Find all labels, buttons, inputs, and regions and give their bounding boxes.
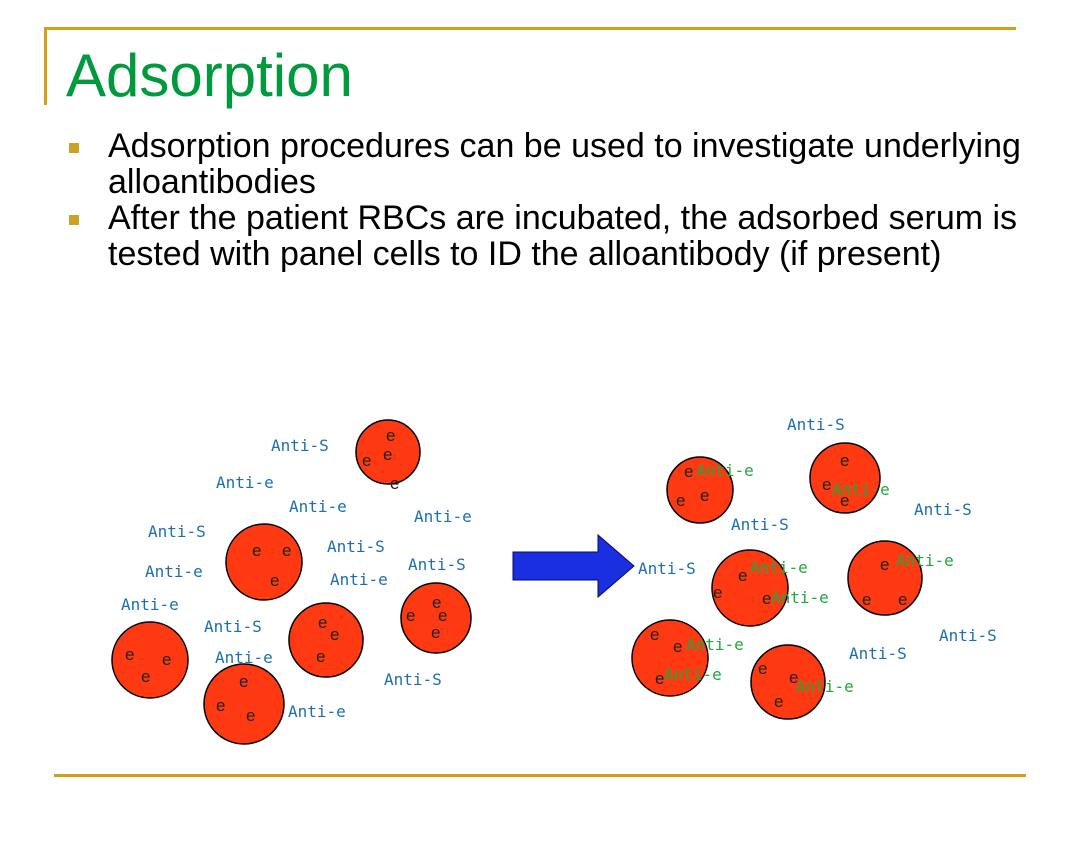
- bound-anti-e-label: Anti-e: [664, 665, 722, 684]
- anti-s-label: Anti-S: [849, 644, 907, 663]
- e-antigen: e: [774, 692, 783, 711]
- e-antigen: e: [141, 667, 150, 686]
- anti-s-label: Anti-S: [271, 436, 329, 455]
- e-antigen: e: [386, 426, 395, 445]
- e-antigen: e: [655, 669, 664, 688]
- anti-e-label: Anti-e: [288, 702, 346, 721]
- e-antigen: e: [330, 625, 339, 644]
- rbc-cell: e e e: [225, 523, 303, 601]
- bullet-marker-icon: [69, 215, 79, 225]
- e-antigen: e: [700, 486, 709, 505]
- anti-e-label: Anti-e: [330, 570, 388, 589]
- bullet-text: After the patient RBCs are incubated, th…: [108, 199, 1018, 273]
- e-antigen: e: [650, 625, 659, 644]
- anti-s-label: Anti-S: [939, 626, 997, 645]
- anti-s-label: Anti-S: [914, 500, 972, 519]
- bound-anti-e-label: Anti-e: [750, 558, 808, 577]
- e-antigen: e: [318, 613, 327, 632]
- rbc-cell: e e e: [666, 456, 734, 524]
- e-antigen: e: [383, 445, 392, 464]
- e-antigen: e: [362, 451, 371, 470]
- e-antigen: e: [252, 541, 261, 560]
- left-rule: [44, 27, 47, 105]
- anti-e-label: Anti-e: [414, 507, 472, 526]
- right-arrow-icon: [512, 533, 635, 599]
- anti-s-label: Anti-S: [408, 555, 466, 574]
- e-antigen: e: [840, 451, 849, 470]
- e-antigen: e: [316, 647, 325, 666]
- rbc-cell: e e e: [711, 549, 789, 627]
- anti-e-label: Anti-e: [215, 648, 273, 667]
- bound-anti-e-label: Anti-e: [696, 461, 754, 480]
- bound-anti-e-label: Anti-e: [896, 551, 954, 570]
- e-antigen: e: [758, 659, 767, 678]
- anti-e-label: Anti-e: [289, 497, 347, 516]
- e-antigen: e: [239, 672, 248, 691]
- anti-e-label: Anti-e: [121, 595, 179, 614]
- e-antigen: e: [898, 590, 907, 609]
- anti-s-label: Anti-S: [148, 522, 206, 541]
- e-antigen: e: [673, 637, 682, 656]
- e-antigen: e: [406, 606, 415, 625]
- e-antigen: e: [282, 541, 291, 560]
- rbc-cell: e e e e: [355, 419, 421, 493]
- anti-e-label: Anti-e: [216, 473, 274, 492]
- bound-anti-e-label: Anti-e: [771, 588, 829, 607]
- e-antigen: e: [216, 696, 225, 715]
- anti-s-label: Anti-S: [638, 559, 696, 578]
- rbc-cell: e e e e: [400, 582, 472, 654]
- bullet-list: Adsorption procedures can be used to inv…: [66, 128, 1026, 272]
- e-antigen: e: [125, 645, 134, 664]
- e-antigen: e: [713, 583, 722, 602]
- e-antigen: e: [862, 590, 871, 609]
- e-antigen: e: [431, 623, 440, 642]
- e-antigen: e: [162, 650, 171, 669]
- e-antigen: e: [684, 462, 693, 481]
- e-antigen: e: [270, 571, 279, 590]
- rbc-cell: e e e: [750, 644, 826, 720]
- e-antigen: e: [438, 606, 447, 625]
- bullet-item: After the patient RBCs are incubated, th…: [66, 200, 1026, 272]
- rbc-cell: e e e: [809, 442, 881, 514]
- e-antigen: e: [246, 706, 255, 725]
- bullet-marker-icon: [69, 143, 79, 153]
- top-rule: [44, 27, 1016, 30]
- anti-s-label: Anti-S: [327, 537, 385, 556]
- e-antigen: e: [676, 491, 685, 510]
- anti-s-label: Anti-S: [384, 670, 442, 689]
- bound-anti-e-label: Anti-e: [686, 635, 744, 654]
- e-antigen: e: [762, 589, 771, 608]
- anti-s-label: Anti-S: [204, 617, 262, 636]
- e-antigen: e: [840, 491, 849, 510]
- rbc-cell: e e e: [288, 602, 364, 678]
- bound-anti-e-label: Anti-e: [796, 677, 854, 696]
- e-antigen: e: [390, 474, 399, 493]
- e-antigen: e: [432, 593, 441, 612]
- rbc-cell: e e e: [203, 663, 285, 745]
- bullet-text: Adsorption procedures can be used to inv…: [108, 127, 1021, 201]
- e-antigen: e: [738, 566, 747, 585]
- slide-title: Adsorption: [66, 42, 353, 109]
- bottom-rule: [54, 774, 1026, 777]
- rbc-cell: e e e: [111, 621, 189, 699]
- e-antigen: e: [880, 555, 889, 574]
- anti-s-label: Anti-S: [787, 415, 845, 434]
- bound-anti-e-label: Anti-e: [832, 480, 890, 499]
- anti-e-label: Anti-e: [145, 562, 203, 581]
- bullet-item: Adsorption procedures can be used to inv…: [66, 128, 1026, 200]
- e-antigen: e: [789, 668, 798, 687]
- anti-s-label: Anti-S: [731, 515, 789, 534]
- rbc-cell: e e e: [847, 540, 923, 616]
- e-antigen: e: [822, 475, 831, 494]
- rbc-cell: e e e: [631, 619, 709, 697]
